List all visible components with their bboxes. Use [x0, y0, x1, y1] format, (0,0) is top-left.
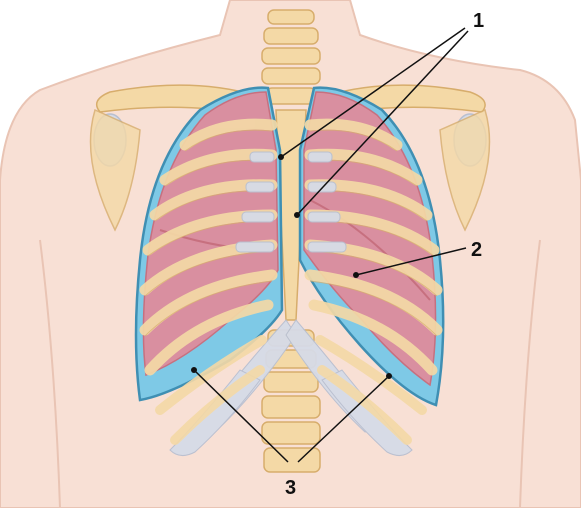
callout-1: 1 [473, 10, 484, 32]
dot-3b [386, 373, 392, 379]
dot-2 [353, 272, 359, 278]
callout-2: 2 [471, 239, 482, 261]
dot-1a [278, 154, 284, 160]
dot-3a [191, 367, 197, 373]
callout-3: 3 [285, 477, 296, 499]
dot-1b [294, 212, 300, 218]
